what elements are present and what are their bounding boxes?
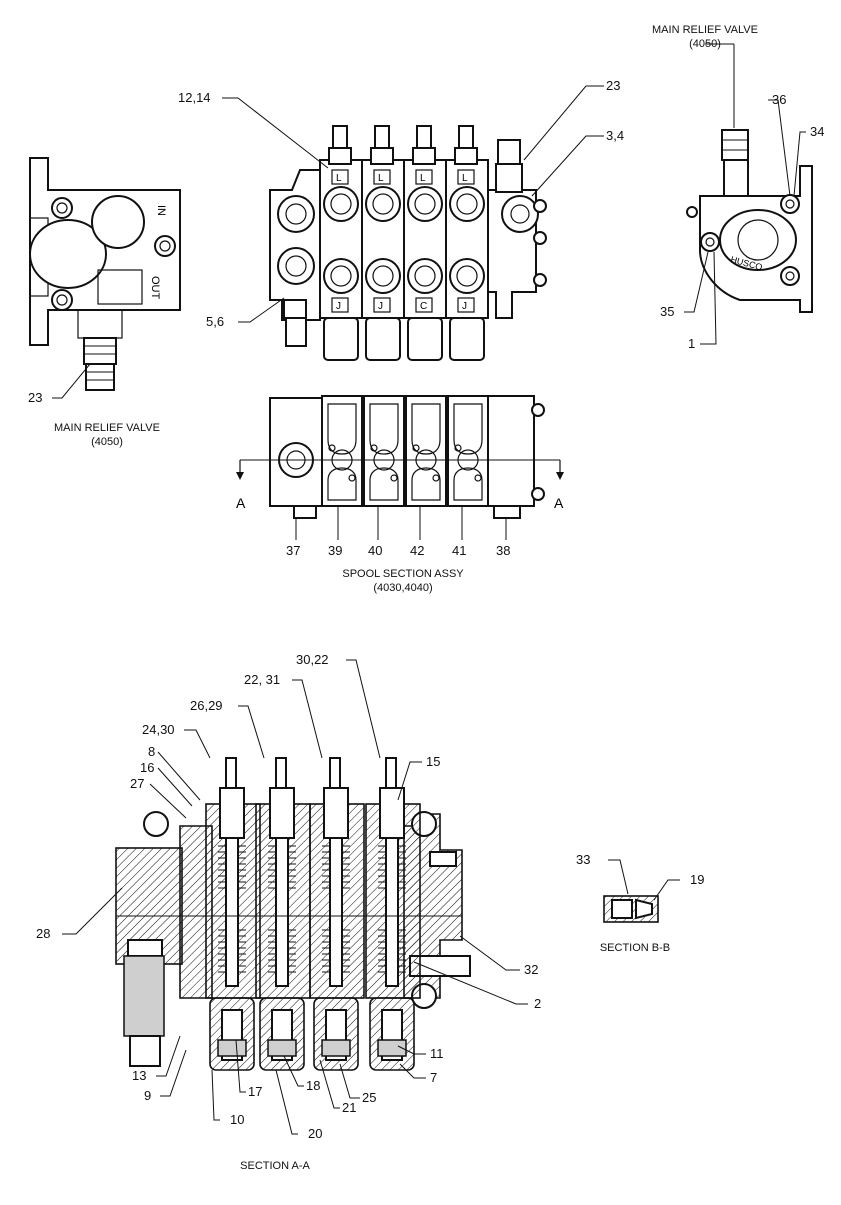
callout-19: 19 (690, 872, 705, 887)
callout-13: 13 (132, 1068, 147, 1083)
relief-valve-top-code: (4050) (689, 38, 721, 50)
spool-section-body (405, 395, 447, 507)
callout-22-31: 22, 31 (244, 672, 281, 687)
callout-38: 38 (496, 543, 511, 558)
section-bb-caption: SECTION B-B (599, 942, 671, 954)
port-in-marking: IN (155, 205, 167, 216)
relief-valve-top-title: MAIN RELIEF VALVE (652, 24, 758, 36)
callout-27: 27 (130, 776, 145, 791)
callout-23-top: 23 (606, 78, 621, 93)
spool-top-letter: L (462, 173, 468, 184)
callout-23-left: 23 (28, 390, 43, 405)
callout-30-22: 30,22 (296, 652, 329, 667)
callout-5-6: 5,6 (206, 314, 225, 329)
callout-20: 20 (308, 1126, 323, 1141)
spool-bottom-letter: J (336, 301, 341, 312)
spool-top-letter: L (378, 173, 384, 184)
spool-bottom-letter: C (420, 301, 427, 312)
callout-12-14: 12,14 (178, 90, 211, 105)
callout-9: 9 (144, 1088, 152, 1103)
spool-section-view: A A (236, 395, 564, 519)
callout-28: 28 (36, 926, 51, 941)
spool-section-front: LJ (361, 125, 405, 361)
callout-40: 40 (368, 543, 383, 558)
spool-section-body (447, 395, 489, 507)
spool-section-title: SPOOL SECTION ASSY (342, 568, 464, 580)
right-end-view: HUSCO (686, 129, 813, 313)
section-aa-view (115, 757, 471, 1071)
callout-34: 34 (810, 124, 825, 139)
spool-section-front: LJ (319, 125, 363, 361)
callout-32: 32 (524, 962, 539, 977)
spool-section-front: LC (403, 125, 447, 361)
callout-15: 15 (426, 754, 441, 769)
leader-lines (52, 43, 806, 1135)
spool-bottom-letter: J (462, 301, 467, 312)
spool-section-front: LJ (445, 125, 489, 361)
callout-26-29: 26,29 (190, 698, 223, 713)
callout-41: 41 (452, 543, 467, 558)
relief-valve-left-code: (4050) (91, 436, 123, 448)
section-aa-spool (309, 757, 365, 1071)
callout-2: 2 (534, 996, 542, 1011)
spool-top-letter: L (336, 173, 342, 184)
section-aa-caption: SECTION A-A (240, 1160, 310, 1172)
callout-21: 21 (342, 1100, 357, 1115)
callout-11: 11 (430, 1046, 444, 1061)
callout-33: 33 (576, 852, 591, 867)
section-mark-right: A (554, 495, 564, 511)
callout-10: 10 (230, 1112, 245, 1127)
port-out-marking: OUT (149, 276, 161, 300)
callout-24-30: 24,30 (142, 722, 175, 737)
callout-16: 16 (140, 760, 155, 775)
callout-1: 1 (688, 336, 696, 351)
relief-valve-left-title: MAIN RELIEF VALVE (54, 422, 160, 434)
callout-35: 35 (660, 304, 675, 319)
callout-25: 25 (362, 1090, 377, 1105)
section-aa-spool (365, 757, 421, 1071)
spool-bottom-letter: J (378, 301, 383, 312)
spool-section-code: (4030,4040) (373, 582, 433, 594)
section-aa-spool (255, 757, 311, 1071)
callout-37: 37 (286, 543, 301, 558)
spool-section-body (363, 395, 405, 507)
left-end-view: IN OUT (29, 157, 181, 391)
callout-17: 17 (248, 1084, 263, 1099)
callout-42: 42 (410, 543, 425, 558)
callout-8: 8 (148, 744, 156, 759)
spool-section-body (321, 395, 363, 507)
section-aa-spool (205, 757, 261, 1071)
callout-3-4: 3,4 (606, 128, 625, 143)
section-mark-left: A (236, 495, 246, 511)
callout-36: 36 (772, 92, 787, 107)
callout-39: 39 (328, 543, 343, 558)
callout-7: 7 (430, 1070, 438, 1085)
spool-top-letter: L (420, 173, 426, 184)
callout-18: 18 (306, 1078, 321, 1093)
section-bb-view (603, 895, 659, 923)
